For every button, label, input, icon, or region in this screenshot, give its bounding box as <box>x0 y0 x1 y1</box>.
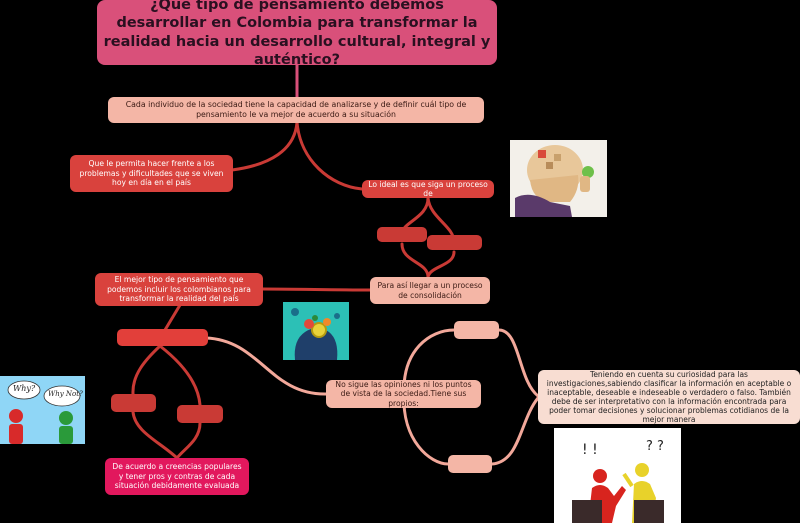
node-individuo[interactable]: Cada individuo de la sociedad tiene la c… <box>108 97 484 123</box>
node-frente[interactable]: Que le permita hacer frente a los proble… <box>70 155 233 192</box>
link-bar-opiniones <box>204 336 328 396</box>
link-individuo-frente <box>230 120 299 172</box>
node-blank-4[interactable] <box>177 405 223 423</box>
puzzle-head-image <box>510 140 607 217</box>
node-pink-blank-1[interactable] <box>454 321 499 339</box>
svg-text:! !: ! ! <box>582 442 598 458</box>
node-blank-1[interactable] <box>377 227 427 242</box>
why-not-bubble-text: Why Not? <box>48 390 83 398</box>
link-blank1-consol <box>400 242 430 279</box>
node-blank-3[interactable] <box>111 394 156 412</box>
node-blank-2[interactable] <box>427 235 482 250</box>
svg-text:? ?: ? ? <box>646 439 664 454</box>
link-consol-mejor <box>260 287 372 292</box>
node-mejor-tipo[interactable]: El mejor tipo de pensamiento que podemos… <box>95 273 263 306</box>
link-mejor-bar <box>163 303 182 332</box>
link-bar-blank3 <box>131 344 162 396</box>
node-consolidacion[interactable]: Para así llegar a un proceso de consolid… <box>370 277 490 304</box>
link-blank4-creencias <box>175 421 202 460</box>
node-curiosidad[interactable]: Teniendo en cuenta su curiosidad para la… <box>538 370 800 424</box>
node-creencias[interactable]: De acuerdo a creencias populares y tener… <box>105 458 249 495</box>
link-pink2-curiosidad <box>490 396 540 466</box>
link-blank2-consol <box>426 250 456 279</box>
debate-figures-image: ! ! ? ? <box>554 428 681 523</box>
link-blank3-creencias <box>131 410 179 460</box>
node-pink-blank-2[interactable] <box>448 455 492 473</box>
node-opiniones[interactable]: No sigue las opiniones ni los puntos de … <box>326 380 481 408</box>
node-red-bar[interactable] <box>117 329 208 346</box>
link-bar-blank4 <box>158 344 202 407</box>
gears-head-image <box>283 302 349 360</box>
node-ideal[interactable]: Lo ideal es que siga un proceso de <box>362 180 494 198</box>
why-why-not-image: Why? Why Not? <box>0 376 85 444</box>
diagram-title[interactable]: ¿Qué tipo de pensamiento debemos desarro… <box>97 0 497 68</box>
link-individuo-ideal <box>295 120 364 191</box>
link-pink1-curiosidad <box>497 328 540 398</box>
why-bubble-text: Why? <box>13 384 36 393</box>
